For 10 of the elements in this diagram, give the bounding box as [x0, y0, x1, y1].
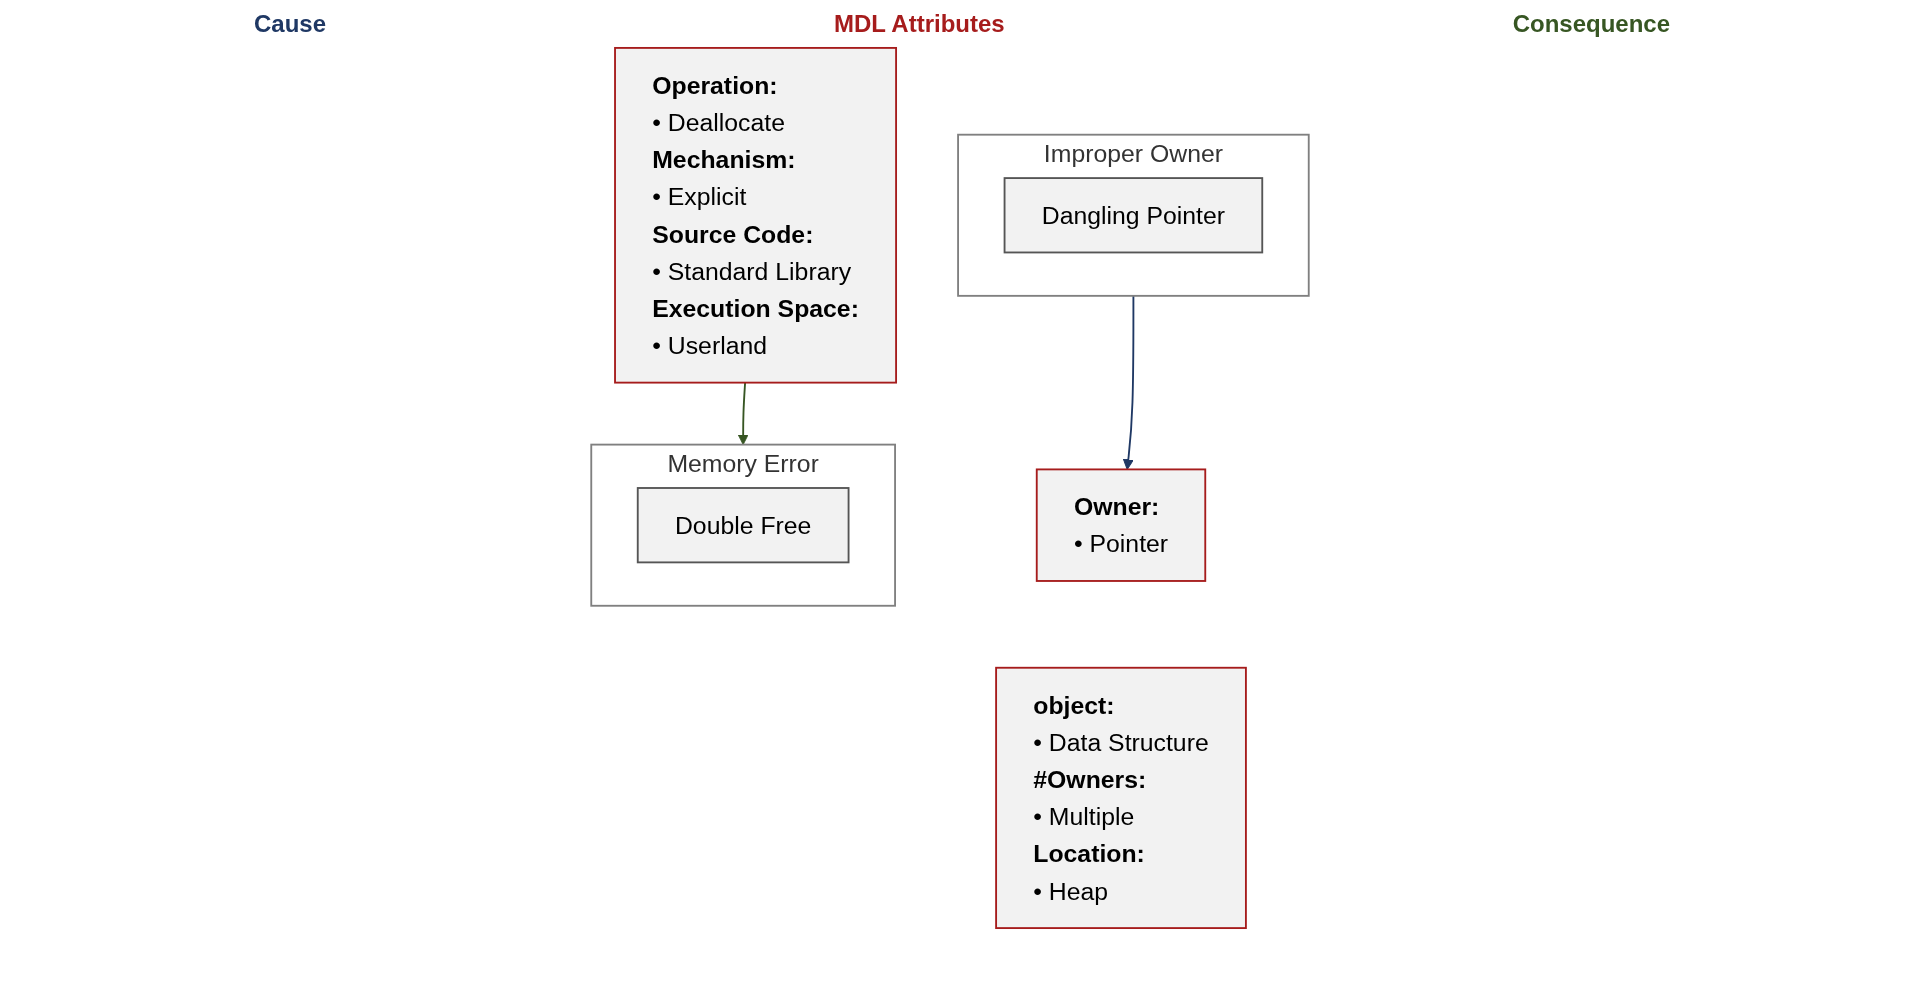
- column-heading: Cause: [254, 10, 327, 38]
- node-box: Operation: • Deallocate Mechanism: • Explicit Source Code: • Standard Library Execution Space: • Userland: [614, 47, 897, 384]
- node-box: Dangling Pointer: [1003, 177, 1264, 254]
- column-heading: Consequence: [1512, 10, 1670, 38]
- node-box: object: • Data Structure #Owners: • Multiple Location: • Heap: [995, 666, 1247, 929]
- node-box: Double Free: [636, 487, 850, 564]
- arrow: [737, 381, 749, 446]
- column-heading: MDL Attributes: [834, 10, 1005, 38]
- node-box: Owner: • Pointer: [1035, 468, 1207, 582]
- arrow: [1122, 294, 1135, 470]
